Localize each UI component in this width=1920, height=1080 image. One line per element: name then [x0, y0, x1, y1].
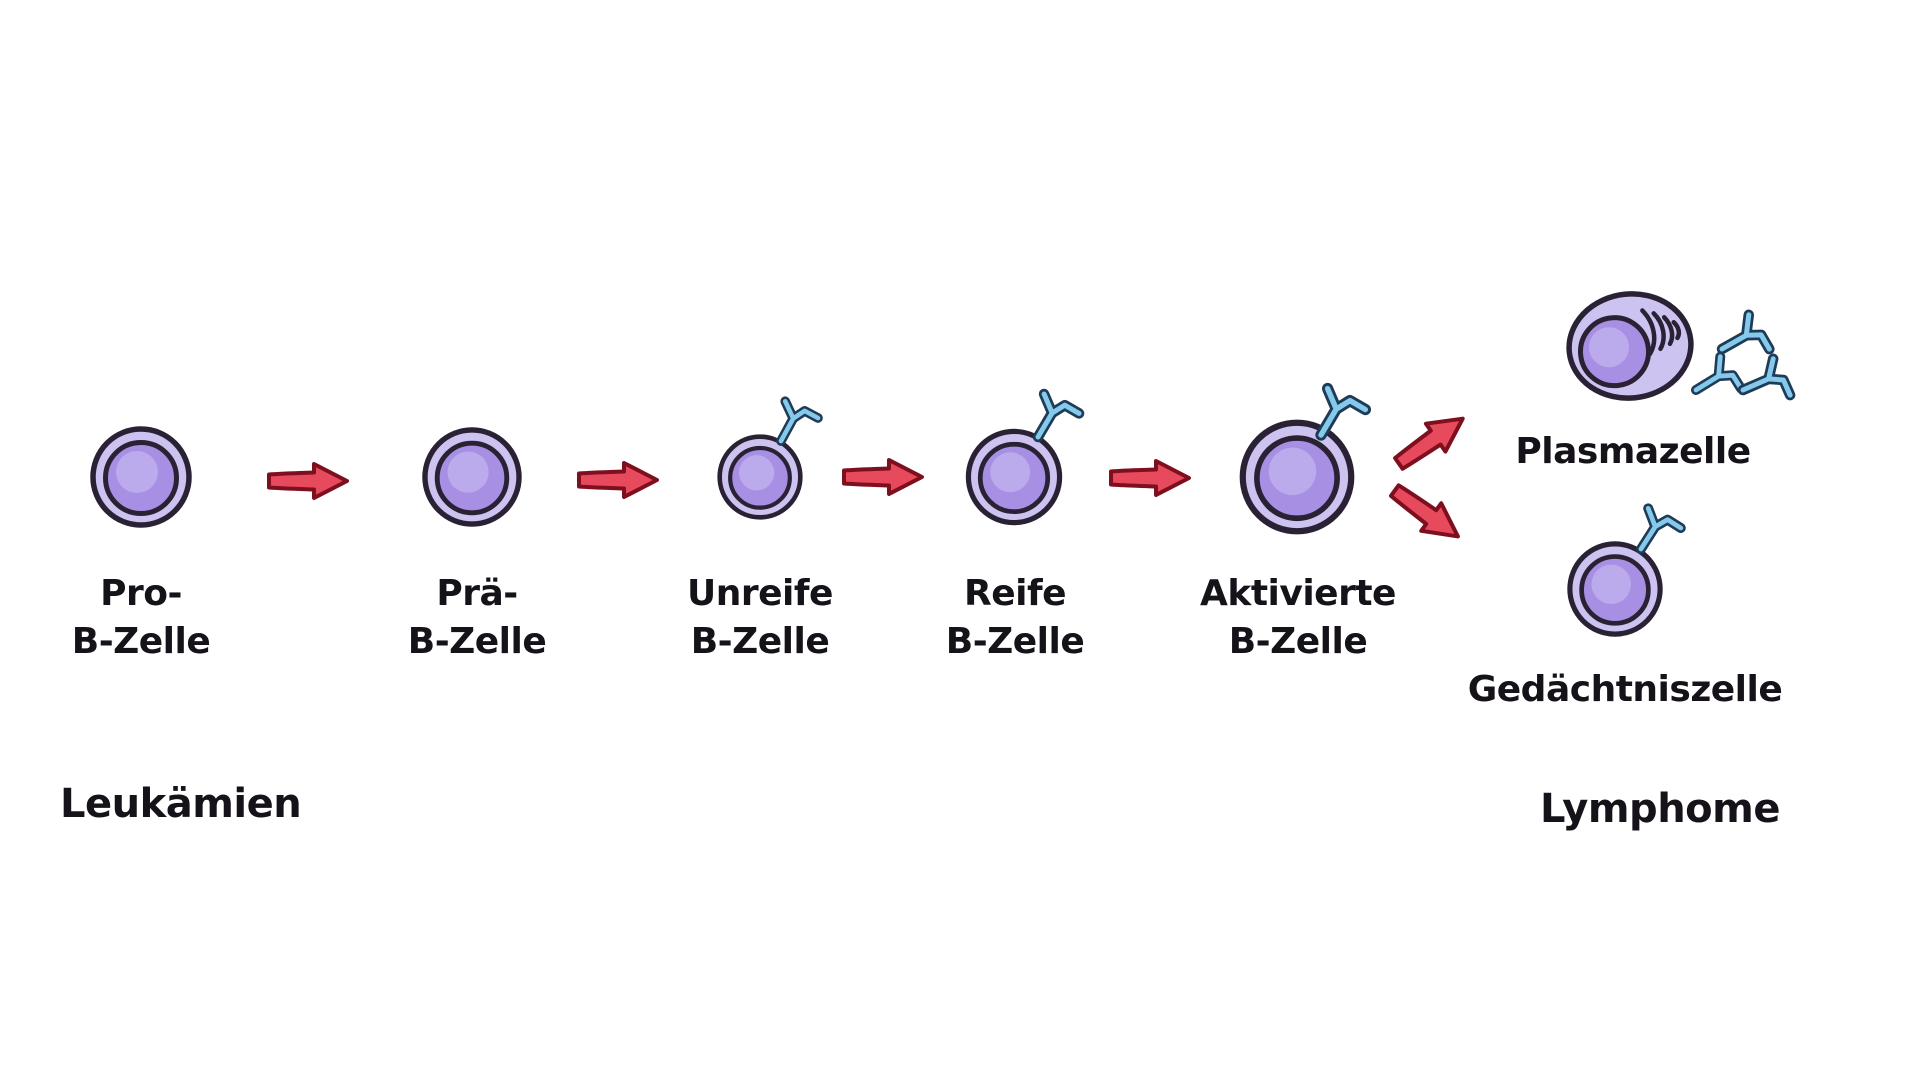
label-leukaemien: Leukämien [60, 781, 302, 827]
arrow-right-icon [267, 462, 349, 500]
antibody-icon [1692, 357, 1747, 412]
branch-arrow-up-icon [1387, 402, 1475, 480]
antibody-icon [1739, 359, 1797, 416]
label-reife-b-zelle: Reife B-Zelle [945, 573, 1085, 662]
branch-arrow-down-icon [1385, 477, 1468, 550]
arrow-right-icon [842, 458, 924, 496]
receptor-icon [1315, 389, 1368, 445]
arrow-right-icon [577, 461, 659, 499]
immature-b-cell-icon [720, 437, 801, 518]
label-pro-b-zelle: Pro- B-Zelle [71, 573, 211, 662]
arrow-right-icon [1109, 459, 1191, 497]
pro-b-cell-icon [93, 429, 189, 525]
label-lymphome: Lymphome [1540, 786, 1780, 832]
receptor-icon [776, 401, 820, 448]
label-gedaechtniszelle: Gedächtniszelle [1467, 669, 1783, 710]
activated-b-cell-icon [1243, 423, 1351, 531]
plasma-cell-icon [1566, 291, 1694, 401]
label-plasmazelle: Plasmazelle [1515, 431, 1751, 472]
receptor-icon [1032, 394, 1081, 446]
memory-cell-icon [1570, 544, 1660, 634]
pre-b-cell-icon [425, 430, 519, 524]
label-unreife-b-zelle: Unreife B-Zelle [687, 573, 833, 662]
label-aktivierte-b-zelle: Aktivierte B-Zelle [1200, 573, 1396, 662]
label-prae-b-zelle: Prä- B-Zelle [407, 573, 547, 662]
receptor-icon [1636, 508, 1684, 558]
mature-b-cell-icon [968, 431, 1059, 522]
